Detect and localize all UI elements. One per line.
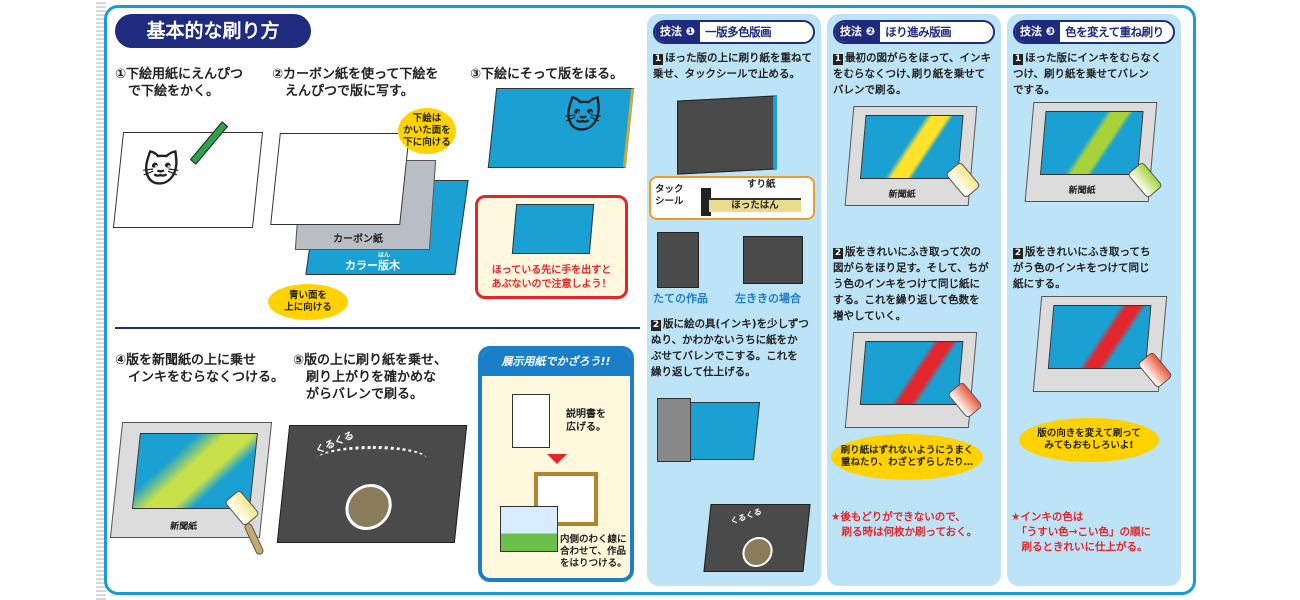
display-paper-panel: 展示用紙でかざろう!! 説明書を 広げる。 内側のわく線に 合わせて、作品 をは… bbox=[478, 346, 634, 582]
technique-1-name: 一版多色版画 bbox=[705, 25, 772, 39]
manual-icon bbox=[512, 394, 550, 448]
left-handed-icon bbox=[743, 236, 803, 284]
technique-2-label: 技法 ❷ bbox=[835, 22, 881, 42]
green-inked-board bbox=[1039, 111, 1144, 175]
newspaper-label: 新聞紙 bbox=[169, 522, 198, 532]
folded-paper bbox=[657, 398, 691, 462]
kurukuru-label-2: くるくる bbox=[729, 506, 763, 527]
technique-1-label: 技法 ❶ bbox=[655, 22, 701, 42]
section-divider bbox=[115, 327, 640, 329]
cat-drawing: 🐱 bbox=[139, 150, 182, 191]
step-1-text: ①下絵用紙にえんぴつ で下絵をかく。 bbox=[115, 67, 244, 99]
sketch-paper: 🐱 bbox=[112, 132, 264, 228]
warning-text: ほっている先に手を出すと あぶないので注意しよう！ bbox=[491, 265, 612, 290]
red-over-green-board bbox=[1047, 305, 1152, 369]
cat-carving: 🐱 bbox=[562, 96, 604, 137]
suri-label: すり紙 bbox=[747, 179, 776, 190]
technique-1-header: 技法 ❶ 一版多色版画 bbox=[653, 20, 815, 44]
technique-2-callout: 刷り紙はずれないようにうまく 重ねたり、わざとずらしたり… bbox=[831, 434, 983, 480]
step-3-text: ③下絵にそって版をほる。 bbox=[470, 67, 624, 82]
technique-2-header: 技法 ❷ ほり進み版画 bbox=[833, 20, 995, 44]
ruby-han: はん bbox=[378, 252, 391, 259]
display-step-a: 説明書を 広げる。 bbox=[566, 409, 606, 433]
circular-motion bbox=[315, 446, 428, 472]
technique-3-header: 技法 ❸ 色を変えて重ね刷り bbox=[1013, 20, 1175, 44]
newspaper-label-2: 新聞紙 bbox=[888, 190, 917, 200]
step-4-text: ④版を新聞紙の上に乗せ インキをむらなくつける。 bbox=[115, 353, 285, 385]
artwork-icon bbox=[500, 506, 558, 552]
hottahan-label: ほったはん bbox=[709, 198, 801, 212]
newspaper-3 bbox=[844, 332, 978, 428]
baren-icon-2 bbox=[740, 537, 775, 567]
carbon-label: カーボン紙 bbox=[333, 234, 383, 245]
rubbed-paper: くるくる bbox=[703, 504, 811, 572]
vertical-label: たての作品 bbox=[653, 292, 708, 305]
technique-3-label: 技法 ❸ bbox=[1015, 22, 1061, 42]
step-2-text: ②カーボン紙を使って下絵を えんぴつで版に写す。 bbox=[272, 67, 439, 99]
sketch-on-top bbox=[270, 133, 410, 225]
step-5-text: ⑤版の上に刷り紙を乗せ、 刷り上がりを確かめな がらバレンで刷る。 bbox=[293, 353, 448, 402]
technique-2-note: ★後もどりができないので、 刷る時は何枚か刷っておく。 bbox=[831, 511, 978, 538]
horizontal-label: 左ききの場合 bbox=[735, 292, 801, 305]
baren-icon bbox=[343, 484, 394, 530]
warning-illustration bbox=[511, 204, 595, 254]
tacked-paper bbox=[677, 95, 777, 175]
tack-label: タック シール bbox=[655, 184, 684, 207]
vertical-work-icon bbox=[657, 232, 699, 288]
technique-3-note: ★インキの色は 「うすい色→こい色」の順に 刷るときれいに仕上がる。 bbox=[1011, 511, 1152, 553]
callout-face-down: 下絵は かいた面を 下に向ける bbox=[398, 108, 456, 154]
color-board-label: カラー版木 bbox=[345, 259, 400, 272]
technique-3-callout: 版の向きを変えて刷って みてもおもしろいよ! bbox=[1019, 418, 1159, 462]
carving-board: 🐱 bbox=[487, 88, 635, 168]
side-stripe bbox=[96, 0, 106, 600]
technique-3-name: 色を変えて重ね刷り bbox=[1065, 25, 1164, 39]
display-header: 展示用紙でかざろう!! bbox=[482, 350, 630, 376]
yellow-inked-board bbox=[859, 115, 964, 179]
newspaper-label-3: 新聞紙 bbox=[1068, 186, 1097, 196]
callout-blue-up: 青い面を 上に向ける bbox=[268, 284, 348, 320]
newspaper-5 bbox=[1032, 296, 1168, 392]
down-arrow-icon bbox=[547, 454, 567, 464]
tack-detail: タック シール すり紙 ほったはん bbox=[649, 176, 815, 220]
display-step-b: 内側のわく線に 合わせて、作品 をはりつける。 bbox=[560, 534, 627, 569]
printing-paper: くるくる bbox=[276, 425, 468, 543]
technique-2-name: ほり進み版画 bbox=[885, 25, 952, 39]
warning-box: ほっている先に手を出すと あぶないので注意しよう！ bbox=[475, 195, 628, 299]
page-title: 基本的な刷り方 bbox=[115, 14, 311, 48]
newspaper-2: 新聞紙 bbox=[844, 106, 978, 206]
tack-seal bbox=[701, 188, 711, 216]
